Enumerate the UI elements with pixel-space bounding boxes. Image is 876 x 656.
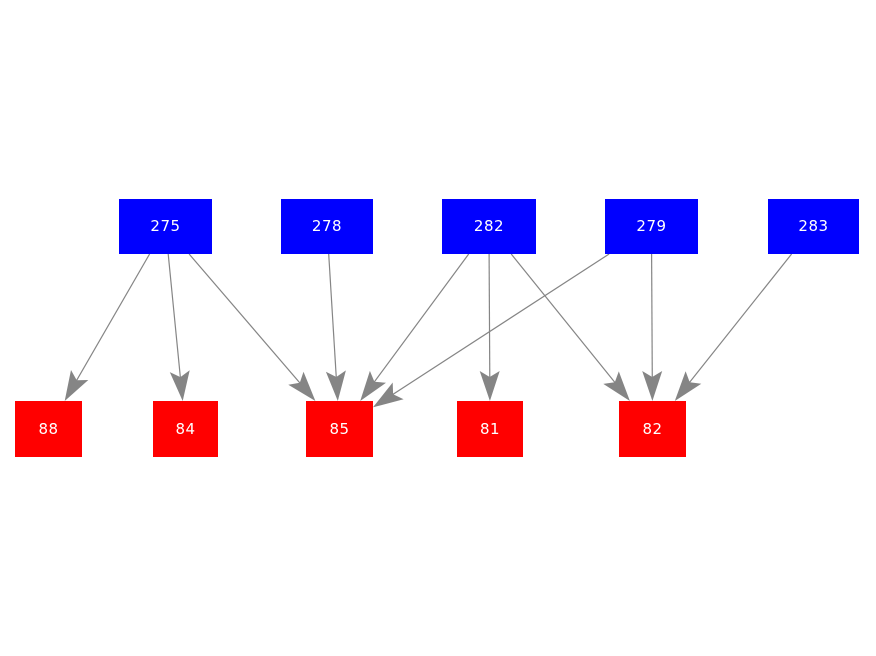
- arrowhead-275-88: [64, 370, 89, 401]
- node-82: 82: [619, 401, 686, 457]
- node-81: 81: [457, 401, 523, 457]
- node-278: 278: [281, 199, 373, 254]
- node-283: 283: [768, 199, 859, 254]
- edge-275-85: [188, 253, 315, 400]
- arrowhead-282-82: [603, 371, 630, 401]
- arrowhead-282-85: [360, 370, 386, 401]
- node-85: 85: [306, 401, 373, 457]
- node-84: 84: [153, 401, 218, 457]
- node-label: 82: [642, 419, 663, 438]
- node-label: 279: [636, 217, 667, 235]
- node-label: 282: [473, 217, 505, 235]
- edge-275-88: [65, 253, 151, 400]
- edge-283-82: [675, 253, 793, 400]
- node-label: 275: [150, 217, 181, 235]
- node-88: 88: [15, 401, 82, 457]
- arrowhead-279-85: [373, 382, 404, 408]
- edge-278-85: [328, 253, 339, 400]
- arrowhead-275-84: [169, 370, 190, 401]
- edge-282-85: [360, 253, 470, 400]
- arrowhead-278-85: [325, 370, 346, 401]
- arrowhead-279-82: [642, 371, 663, 401]
- node-label: 81: [479, 419, 501, 438]
- arrowhead-283-82: [674, 371, 702, 401]
- edge-275-84: [167, 253, 184, 400]
- node-275: 275: [119, 199, 212, 254]
- arrowhead-282-81: [479, 371, 500, 401]
- arrowhead-275-85: [288, 371, 316, 401]
- edge-282-82: [510, 253, 630, 400]
- edge-279-85: [374, 253, 610, 407]
- node-282: 282: [442, 199, 536, 254]
- edge-282-81: [488, 253, 491, 400]
- node-label: 278: [311, 217, 343, 235]
- edge-279-82: [650, 253, 654, 400]
- node-label: 85: [329, 419, 350, 438]
- node-label: 84: [175, 419, 196, 438]
- node-label: 283: [798, 217, 829, 235]
- node-label: 88: [38, 419, 59, 438]
- node-279: 279: [605, 199, 698, 254]
